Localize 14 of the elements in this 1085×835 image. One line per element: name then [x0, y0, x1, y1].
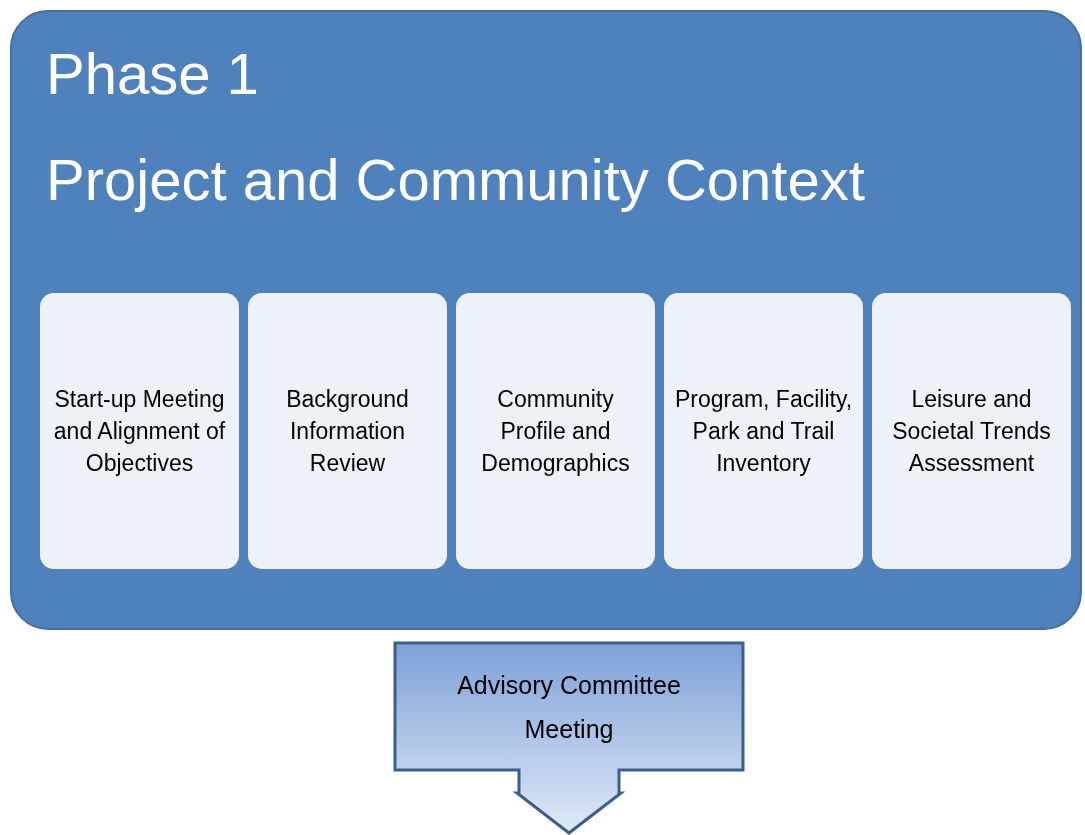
step-card: [664, 293, 863, 569]
step-text: Leisure and Societal Trends Assessment: [891, 385, 1052, 478]
step-card: [40, 293, 239, 569]
phase-subtitle: Project and Community Context: [46, 148, 865, 212]
step-card: [248, 293, 447, 569]
step-card: [872, 293, 1071, 569]
phase-panel: [10, 10, 1082, 630]
step-text: Background Information Review: [285, 385, 410, 478]
step-text: Community Profile and Demographics: [480, 385, 631, 478]
step-text: Start-up Meeting and Alignment of Objectives: [52, 385, 227, 478]
step-card: [456, 293, 655, 569]
phase-title: Phase 1: [46, 42, 259, 106]
callout-text: Advisory Committee Meeting: [456, 670, 682, 745]
step-text: Program, Facility, Park and Trail Inventory: [673, 385, 854, 478]
